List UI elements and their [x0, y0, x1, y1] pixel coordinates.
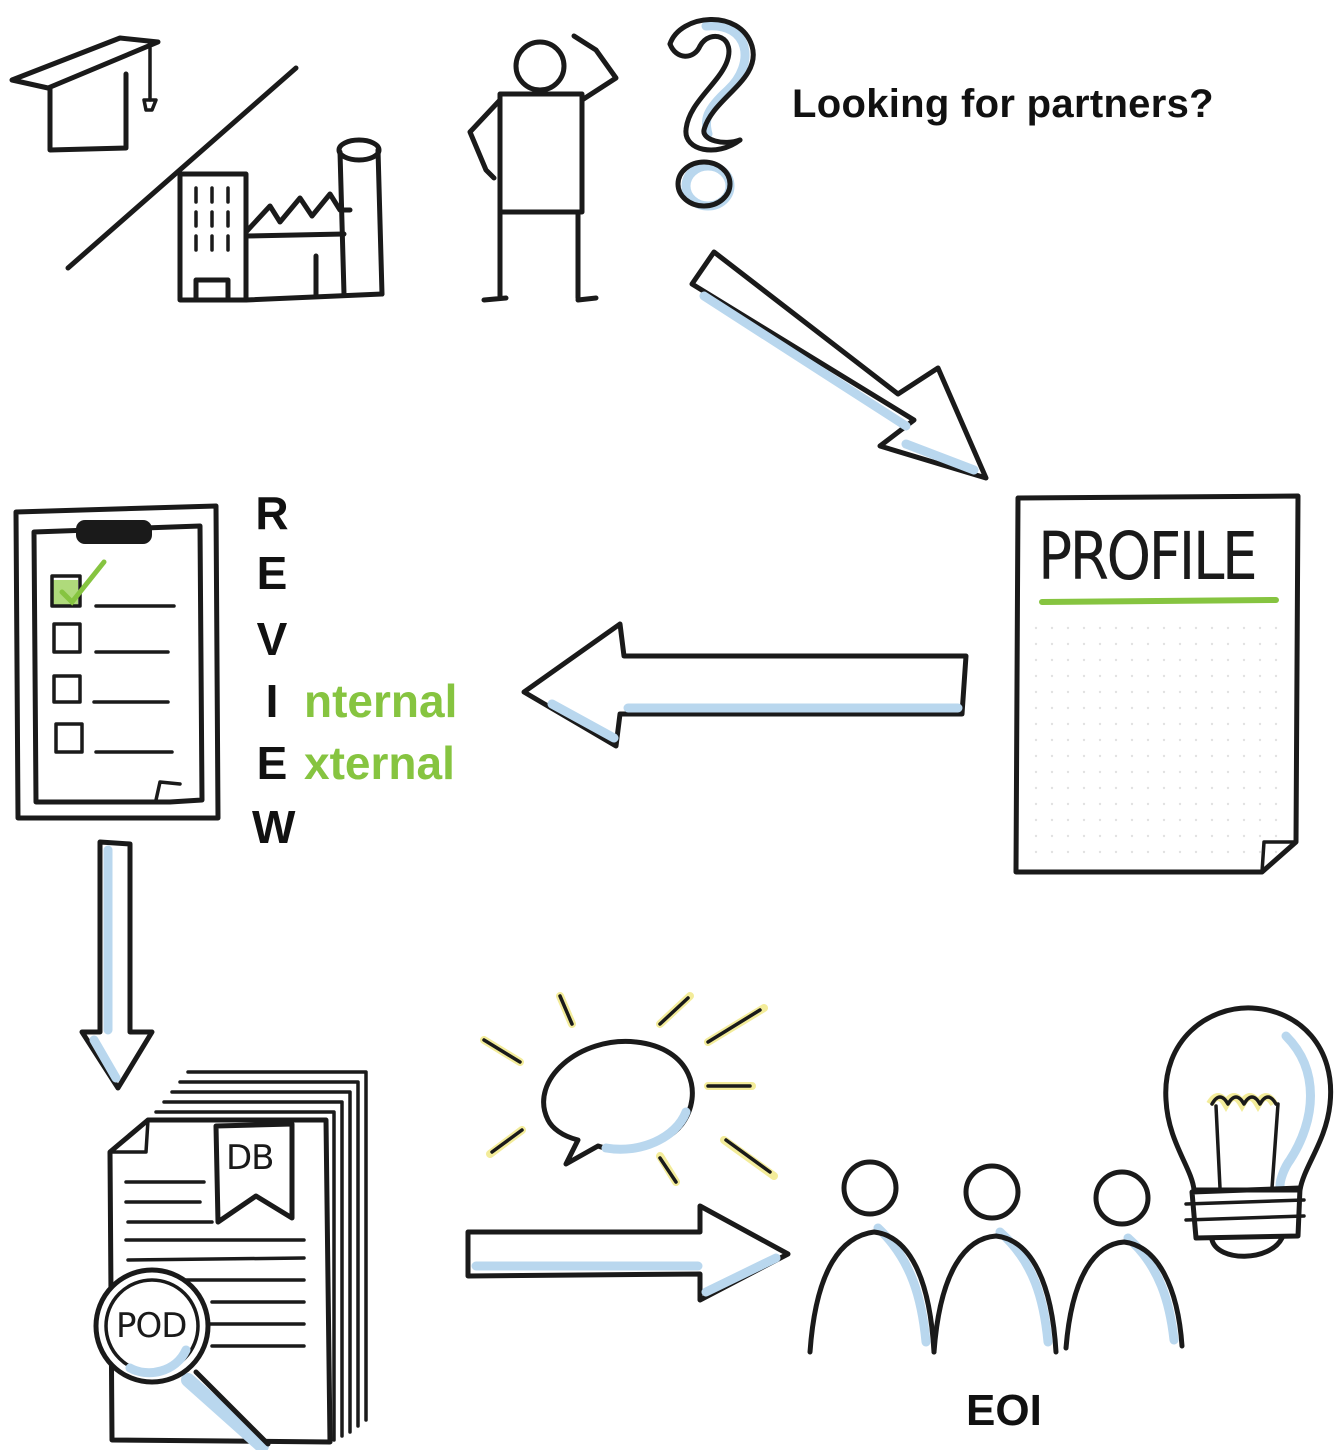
review-letter-w: W — [252, 801, 296, 853]
people-group-icon — [807, 1159, 1185, 1355]
review-letter-e: E — [256, 547, 288, 599]
database-stack-icon — [107, 1070, 368, 1445]
arrow-to-eoi — [465, 1203, 791, 1303]
headline-text: Looking for partners? — [792, 82, 1214, 126]
db-tag-label: DB — [226, 1138, 275, 1178]
thinking-person-icon — [467, 33, 619, 303]
external-label: xternal — [304, 737, 455, 789]
arrow-to-database — [79, 839, 155, 1091]
divider-slash — [65, 65, 299, 271]
internal-label: nternal — [304, 675, 458, 727]
profile-dot-grid — [1034, 626, 1278, 854]
graduation-cap-icon — [9, 35, 161, 153]
review-letter-e2: E — [256, 737, 288, 789]
arrow-to-review — [521, 621, 969, 749]
speech-bubble-icon — [541, 1038, 695, 1167]
factory-icon — [177, 137, 385, 303]
eoi-label: EOI — [966, 1386, 1042, 1435]
spark-lines — [480, 992, 778, 1186]
review-letter-v: V — [256, 613, 288, 665]
profile-title: PROFILE — [1038, 518, 1258, 595]
light-bulb-icon — [1163, 1005, 1334, 1259]
question-mark-icon — [667, 17, 756, 211]
review-letter-r: R — [255, 487, 289, 539]
pod-label: POD — [116, 1306, 187, 1346]
review-letter-i: I — [265, 675, 279, 727]
magnifying-glass-icon — [93, 1267, 271, 1450]
profile-document — [1013, 493, 1301, 875]
clipboard-checklist-icon — [13, 503, 221, 821]
arrow-to-profile — [689, 249, 989, 481]
